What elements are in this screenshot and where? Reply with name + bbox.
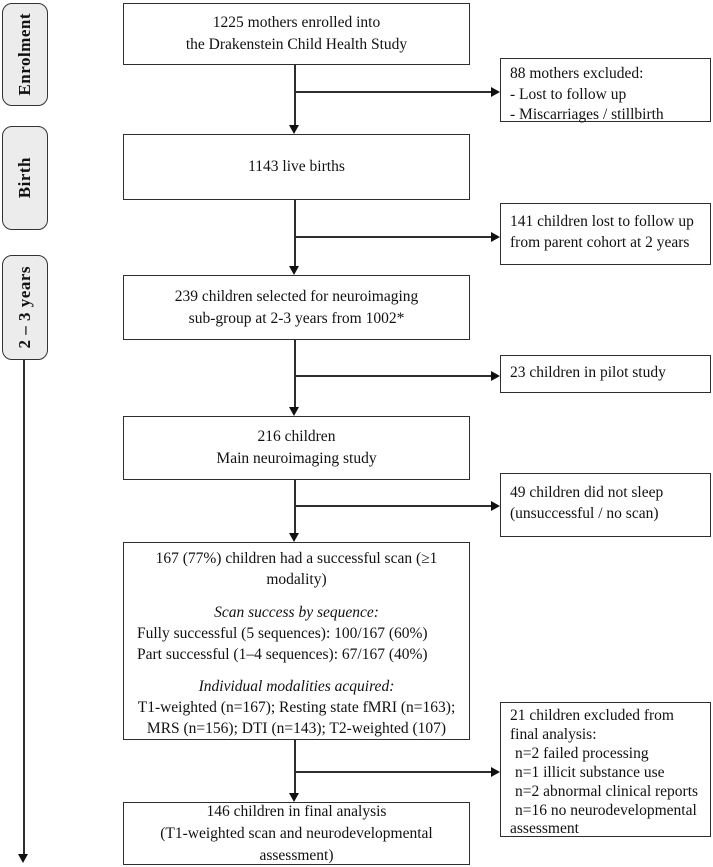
box-excluded-final-analysis: 21 children excluded from final analysis… — [500, 702, 711, 837]
branch-5-shaft — [294, 771, 491, 773]
box-final-analysis-line1: 146 children in final analysis — [206, 802, 387, 820]
lost-to-followup-line2: from parent cohort at 2 years — [510, 233, 690, 251]
connector-4-shaft — [294, 480, 296, 533]
connector-4-arrowhead-icon — [289, 533, 299, 542]
modalities-line2: MRS (n=156); DTI (n=143); T2-weighted (1… — [146, 720, 447, 737]
excluded-final-line4: n=2 abnormal clinical reports — [515, 782, 699, 800]
box-lost-to-followup: 141 children lost to follow up from pare… — [500, 203, 711, 265]
connector-1-arrowhead-icon — [289, 125, 299, 134]
stage-label-enrolment: Enrolment — [2, 3, 48, 106]
box-final-analysis-line2: (T1-weighted scan and neurodevelopmental… — [160, 824, 433, 864]
mothers-excluded-line2: - Lost to follow up — [510, 85, 627, 103]
modalities-line1: T1-weighted (n=167); Resting state fMRI … — [137, 699, 456, 716]
branch-4-arrowhead-icon — [491, 500, 500, 511]
branch-5-arrowhead-icon — [491, 766, 500, 777]
box-successful-scan: 167 (77%) children had a successful scan… — [123, 542, 470, 740]
connector-1-shaft — [294, 65, 296, 125]
branch-2-arrowhead-icon — [491, 231, 500, 242]
mothers-excluded-line3: - Miscarriages / stillbirth — [510, 106, 664, 123]
connector-3-shaft — [294, 340, 296, 407]
box-live-births-line1: 1143 live births — [248, 158, 345, 175]
branch-3-arrowhead-icon — [491, 370, 500, 381]
mothers-excluded-line1: 88 mothers excluded: — [510, 65, 644, 82]
did-not-sleep-line2: (unsuccessful / no scan) — [510, 504, 659, 522]
branch-2-shaft — [294, 236, 491, 238]
stage-label-birth-text: Birth — [15, 157, 34, 199]
timeline-arrow-shaft — [23, 360, 25, 854]
did-not-sleep-line1: 49 children did not sleep — [510, 484, 664, 501]
box-neuroimaging-subgroup-line2: sub-group at 2-3 years from 1002* — [188, 309, 405, 327]
scan-success-heading: Scan success by sequence: — [214, 603, 379, 621]
box-enrolled-mothers: 1225 mothers enrolled into the Drakenste… — [123, 3, 470, 65]
box-mothers-excluded: 88 mothers excluded: - Lost to follow up… — [500, 58, 711, 123]
timeline-arrowhead-icon — [18, 854, 28, 863]
stage-label-enrolment-text: Enrolment — [15, 13, 34, 96]
branch-4-shaft — [294, 505, 491, 507]
branch-3-shaft — [294, 375, 491, 377]
box-main-neuroimaging-study-line2: Main neuroimaging study — [216, 450, 377, 467]
connector-5-shaft — [294, 740, 296, 793]
connector-3-arrowhead-icon — [289, 407, 299, 416]
connector-2-arrowhead-icon — [289, 266, 299, 275]
box-did-not-sleep: 49 children did not sleep (unsuccessful … — [500, 473, 711, 537]
fully-successful-line: Fully successful (5 sequences): 100/167 … — [137, 624, 428, 642]
box-neuroimaging-subgroup: 239 children selected for neuroimaging s… — [123, 275, 470, 340]
branch-1-arrowhead-icon — [491, 86, 500, 97]
excluded-final-line2: n=2 failed processing — [515, 744, 649, 762]
box-neuroimaging-subgroup-line1: 239 children selected for neuroimaging — [174, 287, 419, 305]
stage-label-birth: Birth — [2, 126, 48, 230]
branch-1-shaft — [294, 91, 491, 93]
part-successful-line: Part successful (1–4 sequences): 67/167 … — [137, 645, 428, 663]
box-live-births: 1143 live births — [123, 134, 470, 200]
scan-summary-line: 167 (77%) children had a successful scan… — [155, 550, 438, 588]
lost-to-followup-line1: 141 children lost to follow up — [510, 213, 694, 230]
pilot-study-line1: 23 children in pilot study — [510, 364, 666, 381]
connector-5-arrowhead-icon — [289, 793, 299, 802]
connector-2-shaft — [294, 200, 296, 266]
stage-label-2-3-years: 2 – 3 years — [2, 255, 48, 360]
box-enrolled-mothers-line2: the Drakenstein Child Health Study — [185, 36, 408, 53]
box-pilot-study: 23 children in pilot study — [500, 355, 711, 393]
excluded-final-line5: n=16 no neurodevelopmental assessment — [510, 801, 697, 838]
modalities-heading: Individual modalities acquired: — [198, 678, 395, 695]
box-enrolled-mothers-line1: 1225 mothers enrolled into — [212, 14, 381, 31]
excluded-final-line1: 21 children excluded from final analysis… — [510, 707, 674, 743]
box-final-analysis: 146 children in final analysis (T1-weigh… — [123, 802, 470, 865]
box-main-neuroimaging-study-line1: 216 children — [257, 428, 336, 445]
excluded-final-line3: n=1 illicit substance use — [515, 763, 665, 781]
stage-label-2-3-years-text: 2 – 3 years — [15, 266, 34, 349]
box-main-neuroimaging-study: 216 children Main neuroimaging study — [123, 416, 470, 480]
